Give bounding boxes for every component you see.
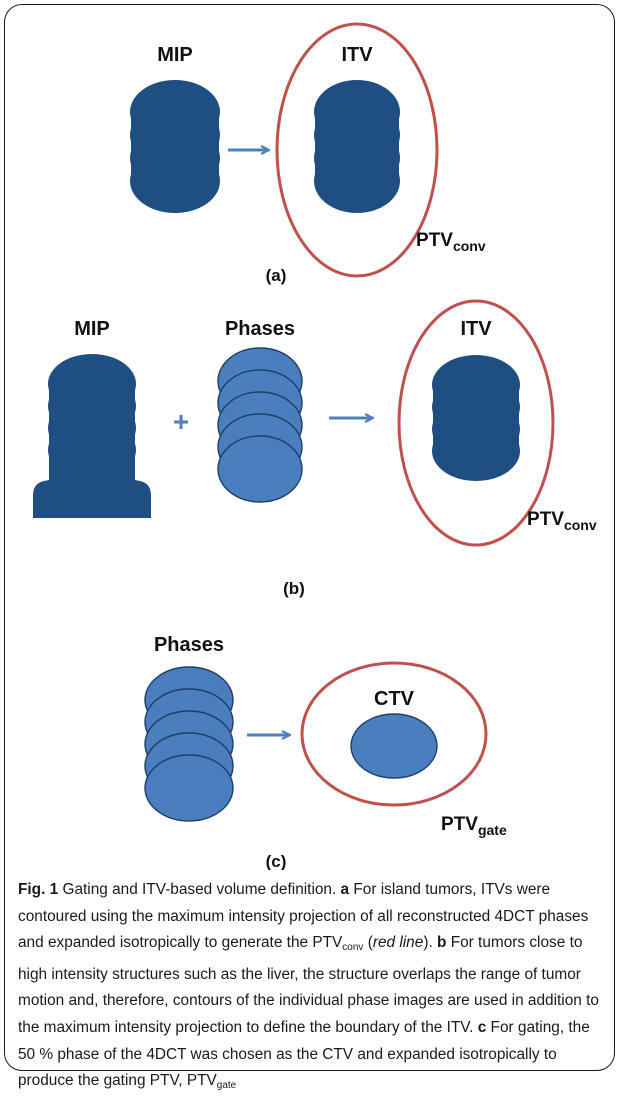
phases-label: Phases [154,634,224,656]
panel-c: Phases CTV PTVgate (c) [144,634,507,870]
caption-a-text: For island tumors, ITVs were contoured u… [18,881,589,952]
plus-sign: + [173,406,189,437]
caption-a-italic: red line [372,934,424,952]
phases-stack [217,347,303,503]
ptv-ring [275,22,439,278]
phases-stack [144,666,234,822]
caption-b-text: For tumors close to high intensity struc… [18,934,599,1036]
ptv-label: PTVconv [527,509,597,533]
ptv-ring [397,299,555,547]
panel-tag: (c) [266,852,287,870]
ctv-shape [350,713,438,779]
figure-graphic: MIP ITV PTVconv (a) MIP [33,22,597,870]
itv-label: ITV [341,44,373,66]
mip-label: MIP [74,318,110,340]
caption-fig-label: Fig. 1 [18,881,59,898]
itv-label: ITV [460,318,492,340]
ptv-label: PTVconv [416,230,486,254]
panel-tag: (a) [266,266,287,285]
mip-liver-shape [33,354,151,518]
caption-c-sub: gate [216,1080,237,1092]
mip-shape [130,80,220,213]
caption-b-label: b [437,934,447,952]
caption-paren: ( [367,934,373,952]
caption-a-sub: conv [342,942,364,954]
caption-c-label: c [477,1018,487,1036]
caption-a-label: a [340,881,350,898]
ptv-ring [300,661,488,807]
caption-title: Gating and ITV-based volume definition. [62,881,337,898]
panel-tag: (b) [283,579,305,598]
ctv-label: CTV [374,688,415,710]
figure-frame [4,4,615,1071]
ptv-label: PTVgate [441,814,507,838]
caption-a-text-end: ). [423,934,433,952]
itv-shape [432,355,520,481]
itv-shape [314,80,400,213]
phases-label: Phases [225,318,295,340]
panel-b: MIP + Phases ITV PTVconv (b) [33,299,597,598]
panel-a: MIP ITV PTVconv (a) [130,22,486,285]
figure-caption: Fig. 1 Gating and ITV-based volume defin… [18,877,608,1100]
mip-label: MIP [157,44,193,66]
